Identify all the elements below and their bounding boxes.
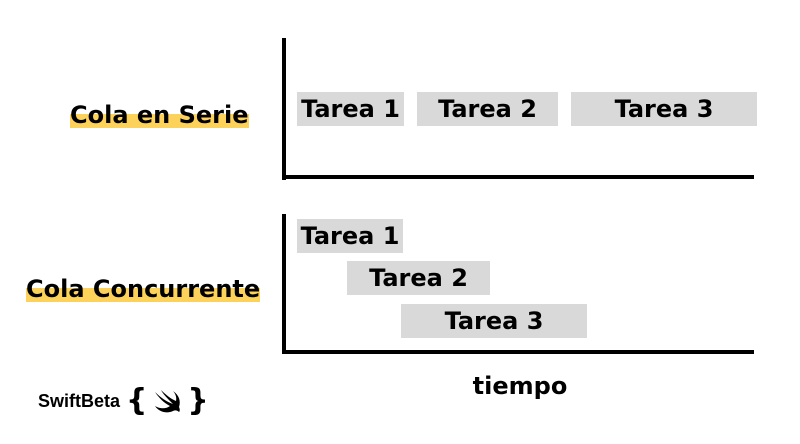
concurrent-queue-label-text: Cola Concurrente xyxy=(26,275,261,303)
serial-queue-label: Cola en Serie xyxy=(70,100,249,130)
serial-x-axis xyxy=(282,175,754,179)
concurrent-task-2: Tarea 2 xyxy=(347,261,490,295)
serial-task-3: Tarea 3 xyxy=(571,92,757,126)
concurrent-queue-label: Cola Concurrente xyxy=(26,274,261,304)
serial-task-1: Tarea 1 xyxy=(297,92,404,126)
brand-name: SwiftBeta xyxy=(38,390,121,411)
brand-logo: SwiftBeta { } xyxy=(38,386,209,416)
serial-queue-label-text: Cola en Serie xyxy=(70,101,249,129)
concurrent-task-1: Tarea 1 xyxy=(297,219,403,253)
swift-bird-icon xyxy=(155,390,181,413)
open-brace: { xyxy=(126,383,148,418)
serial-task-2: Tarea 2 xyxy=(417,92,558,126)
concurrent-y-axis xyxy=(282,214,286,354)
concurrent-x-axis xyxy=(282,350,754,354)
concurrent-task-3: Tarea 3 xyxy=(401,304,587,338)
close-brace: } xyxy=(187,383,209,418)
serial-y-axis xyxy=(282,38,286,180)
time-axis-label: tiempo xyxy=(472,372,568,400)
